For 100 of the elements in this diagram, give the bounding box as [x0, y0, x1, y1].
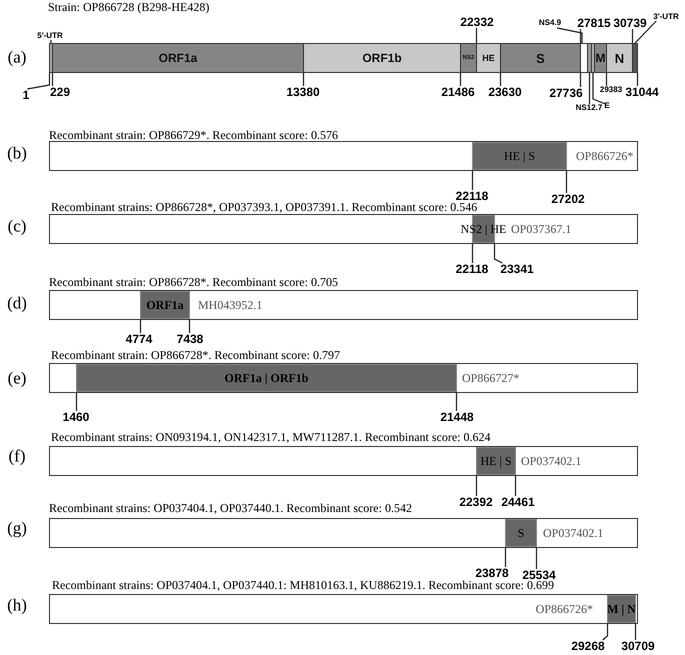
leader-line: [606, 73, 608, 86]
recombinant-region: [476, 447, 516, 475]
panel-letter: (h): [7, 596, 27, 614]
leader-line: [476, 28, 478, 43]
genome-segment: ORF1a: [52, 43, 304, 73]
position-number: 29268: [571, 640, 605, 652]
leader-line: [588, 73, 590, 104]
accession-label: OP037367.1: [511, 223, 572, 235]
panel-letter: (g): [7, 520, 27, 536]
position-number: 22392: [459, 496, 493, 508]
recombinant-region: [76, 364, 457, 392]
gene-label: 3′-UTR: [653, 13, 679, 21]
position-number: 27736: [549, 87, 583, 99]
gene-label: 5′-UTR: [37, 32, 63, 40]
leader-line: [580, 73, 582, 87]
leader-line: [602, 623, 608, 640]
genome-segment: ORF1b: [303, 43, 461, 73]
panel-letter: (a): [8, 48, 26, 66]
heading: Recombinant strain: OP866728*. Recombinant score: 0.705: [49, 276, 338, 288]
position-number: 29383: [600, 86, 622, 94]
position-number: 30709: [621, 640, 655, 652]
accession-label: OP037402.1: [521, 455, 582, 467]
leader-line: [500, 73, 502, 86]
position-number: 27815: [577, 17, 611, 29]
region-label: HE | S: [480, 455, 512, 467]
genome-segment: N: [606, 43, 633, 73]
heading: Recombinant strain: OP866728*. Recombinant score: 0.797: [51, 349, 340, 361]
leader-line: [27, 73, 50, 90]
recombinant-region: [607, 595, 636, 623]
genome-bar: [49, 363, 638, 393]
genome-bar: [49, 141, 638, 171]
heading: Recombinant strains: OP037404.1, OP037440.1. Recombinant score: 0.542: [49, 502, 412, 514]
recombinant-region: [472, 142, 567, 170]
heading: Strain: OP866728 (B298-HE428): [48, 1, 210, 13]
gene-label: NS12.7: [576, 104, 602, 112]
leader-line: [302, 73, 304, 86]
leader-line: [514, 475, 516, 496]
leader-line: [557, 27, 583, 43]
position-number: 21486: [441, 86, 475, 98]
genome-bar: [49, 214, 638, 244]
leader-line: [566, 170, 568, 193]
genome-bar: [49, 594, 638, 624]
position-number: 13380: [286, 86, 320, 98]
region-label: HE | S: [504, 150, 536, 162]
recombinant-region: [505, 519, 537, 547]
leader-line: [494, 243, 503, 264]
genome-segment: S: [500, 43, 581, 73]
heading: Recombinant strains: OP037404.1, OP037440.1: MH810163.1, KU886219.1. Recombinant score: 0.699: [52, 579, 554, 591]
leader-line: [634, 623, 636, 640]
position-number: 31044: [625, 86, 659, 98]
accession-label: OP866726*: [536, 603, 593, 615]
position-number: 23630: [488, 86, 522, 98]
position-number: 23878: [475, 567, 509, 579]
panel-letter: (f): [8, 448, 26, 464]
position-number: 22332: [460, 16, 494, 28]
leader-line: [50, 40, 52, 43]
leader-line: [460, 73, 462, 86]
position-number: 22118: [456, 190, 488, 202]
leader-line: [76, 392, 78, 411]
leader-line: [536, 547, 538, 569]
recombinant-region: [140, 291, 190, 319]
panel-letter: (c): [8, 218, 26, 234]
heading: Recombinant strain: OP866729*. Recombinant score: 0.576: [49, 129, 338, 141]
leader-line: [52, 73, 54, 86]
region-label: S: [518, 527, 524, 539]
panel-letter: (e): [8, 370, 26, 386]
leader-line: [504, 547, 506, 567]
leader-line: [140, 319, 142, 333]
gene-label: NS4.9: [538, 19, 562, 27]
heading: Recombinant strains: ON093194.1, ON142317.1, MW711287.1. Recombinant score: 0.624: [51, 431, 490, 443]
accession-label: OP866726*: [576, 150, 634, 162]
genome-bar: [49, 518, 638, 548]
region-label: M | N: [607, 603, 636, 615]
leader-line: [580, 29, 582, 43]
genome-bar: [49, 290, 638, 320]
position-number: 1460: [62, 411, 90, 423]
region-label: ORF1a: [146, 299, 184, 311]
position-number: 27202: [551, 193, 585, 205]
position-number: 30739: [613, 17, 647, 29]
leader-line: [456, 392, 458, 411]
genome-segment: M: [594, 43, 607, 73]
leader-line: [636, 73, 638, 86]
position-number: 21448: [440, 411, 474, 423]
leader-line: [634, 20, 657, 44]
heading: Recombinant strains: OP866728*, OP037393.1, OP037391.1. Recombinant score: 0.546: [51, 201, 478, 213]
accession-label: OP037402.1: [543, 527, 604, 539]
genome-bar: [49, 446, 638, 476]
gene-label: E: [604, 102, 610, 110]
position-number: 229: [50, 86, 70, 98]
leader-line: [592, 73, 606, 105]
leader-line: [188, 319, 190, 333]
accession-label: OP866727*: [462, 372, 520, 384]
accession-label: MH043952.1: [198, 299, 262, 311]
genome-segment: [632, 43, 638, 73]
position-number: 25534: [522, 569, 556, 581]
region-label: ORF1a | ORF1b: [224, 372, 308, 384]
position-number: 22118: [456, 263, 488, 275]
position-number: 4774: [126, 333, 152, 345]
genome-segment: HE: [476, 43, 501, 73]
position-number: 23341: [500, 263, 534, 275]
